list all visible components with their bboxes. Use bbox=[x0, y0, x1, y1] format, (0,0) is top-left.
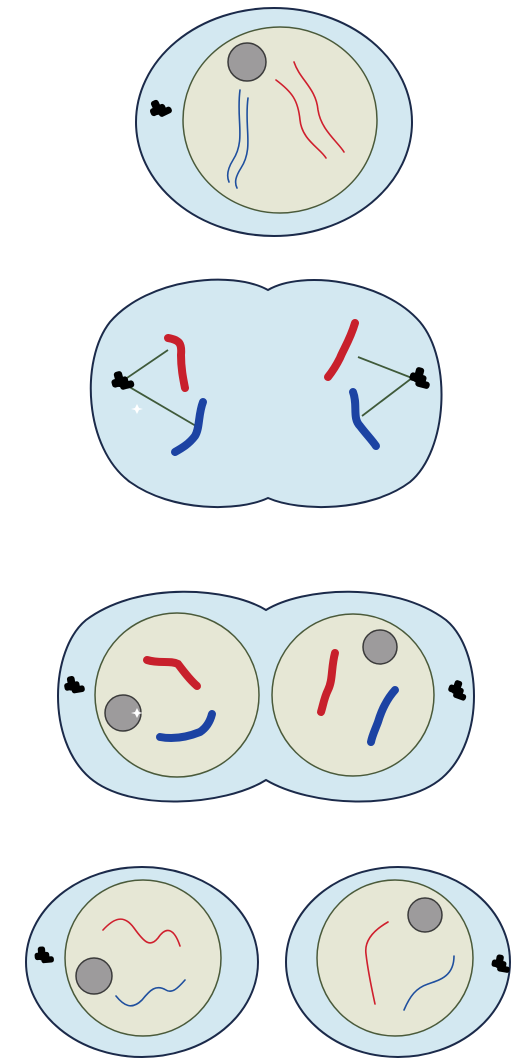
nucleolus-icon bbox=[408, 898, 442, 932]
stage-anaphase bbox=[91, 280, 442, 507]
nucleus bbox=[65, 880, 221, 1036]
nucleolus-icon bbox=[76, 958, 112, 994]
nucleolus-icon bbox=[363, 630, 397, 664]
nucleus bbox=[183, 27, 377, 213]
nucleus bbox=[317, 880, 473, 1036]
cell-membrane bbox=[91, 280, 442, 507]
stage-cytokinesis-right bbox=[286, 867, 512, 1057]
nucleolus-icon bbox=[228, 43, 266, 81]
stage-cytokinesis-left bbox=[26, 867, 258, 1057]
stage-interphase bbox=[136, 8, 412, 236]
nucleus bbox=[272, 614, 434, 776]
stage-telophase bbox=[58, 592, 474, 802]
